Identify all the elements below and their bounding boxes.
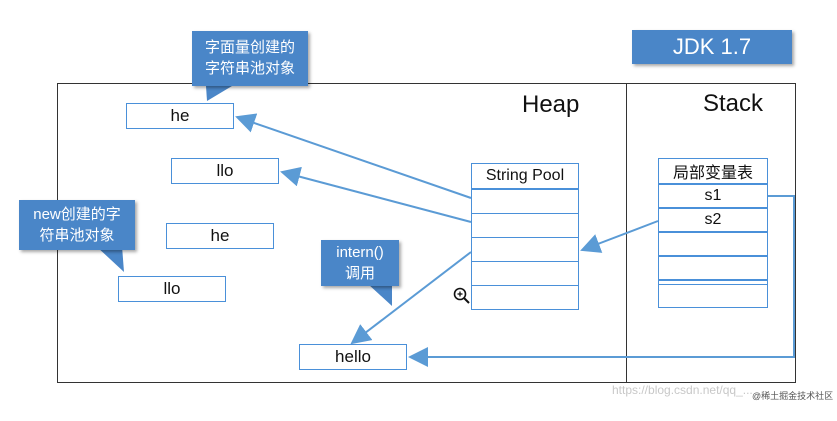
stack-slot [658,232,768,256]
string-pool-slot [471,285,579,310]
literal-note-line-2: 字符串池对象 [204,60,295,77]
stack-var-s2: s2 [658,208,768,232]
stack-var-s1: s1 [658,184,768,208]
local-variable-table-header: 局部变量表 [658,158,768,184]
arrow-s1-to-hello [408,195,795,367]
watermark-url: https://blog.csdn.net/qq_... [612,383,753,397]
intern-note-line-1: intern() [336,244,384,261]
arrow-pool-to-literal-llo [280,166,472,223]
string-pool-slot [471,261,579,286]
new-note-tail [96,246,124,272]
intern-call-note: intern() 调用 [321,240,399,286]
new-he-object: he [166,223,274,249]
zoom-cursor-icon [453,287,470,304]
stack-slot [658,256,768,280]
literal-creation-note: 字面量创建的 字符串池对象 [192,31,308,86]
string-pool-slot [471,189,579,214]
heap-title: Heap [522,91,580,118]
string-pool-header: String Pool [471,163,579,189]
new-note-line-1: new创建的字 [33,206,121,223]
literal-note-tail [206,86,232,101]
arrow-pool-to-literal-he [235,113,472,199]
literal-he-object: he [126,103,234,129]
string-pool-slot [471,213,579,238]
arrow-pool-to-hello [350,251,472,345]
stack-slot [658,284,768,308]
hello-object: hello [299,344,407,370]
new-creation-note: new创建的字 符串池对象 [19,200,135,250]
jdk-version-badge: JDK 1.7 [632,30,792,64]
site-logo-text: @稀土掘金技术社区 [752,391,834,401]
arrow-s2-to-pool [580,220,659,253]
new-llo-object: llo [118,276,226,302]
intern-note-line-2: 调用 [344,265,375,282]
intern-note-tail [368,284,392,306]
new-note-line-2: 符串池对象 [39,227,115,244]
literal-note-line-1: 字面量创建的 [204,39,295,56]
stack-title: Stack [703,90,764,117]
jdk-version-label: JDK 1.7 [672,34,752,59]
literal-llo-object: llo [171,158,279,184]
